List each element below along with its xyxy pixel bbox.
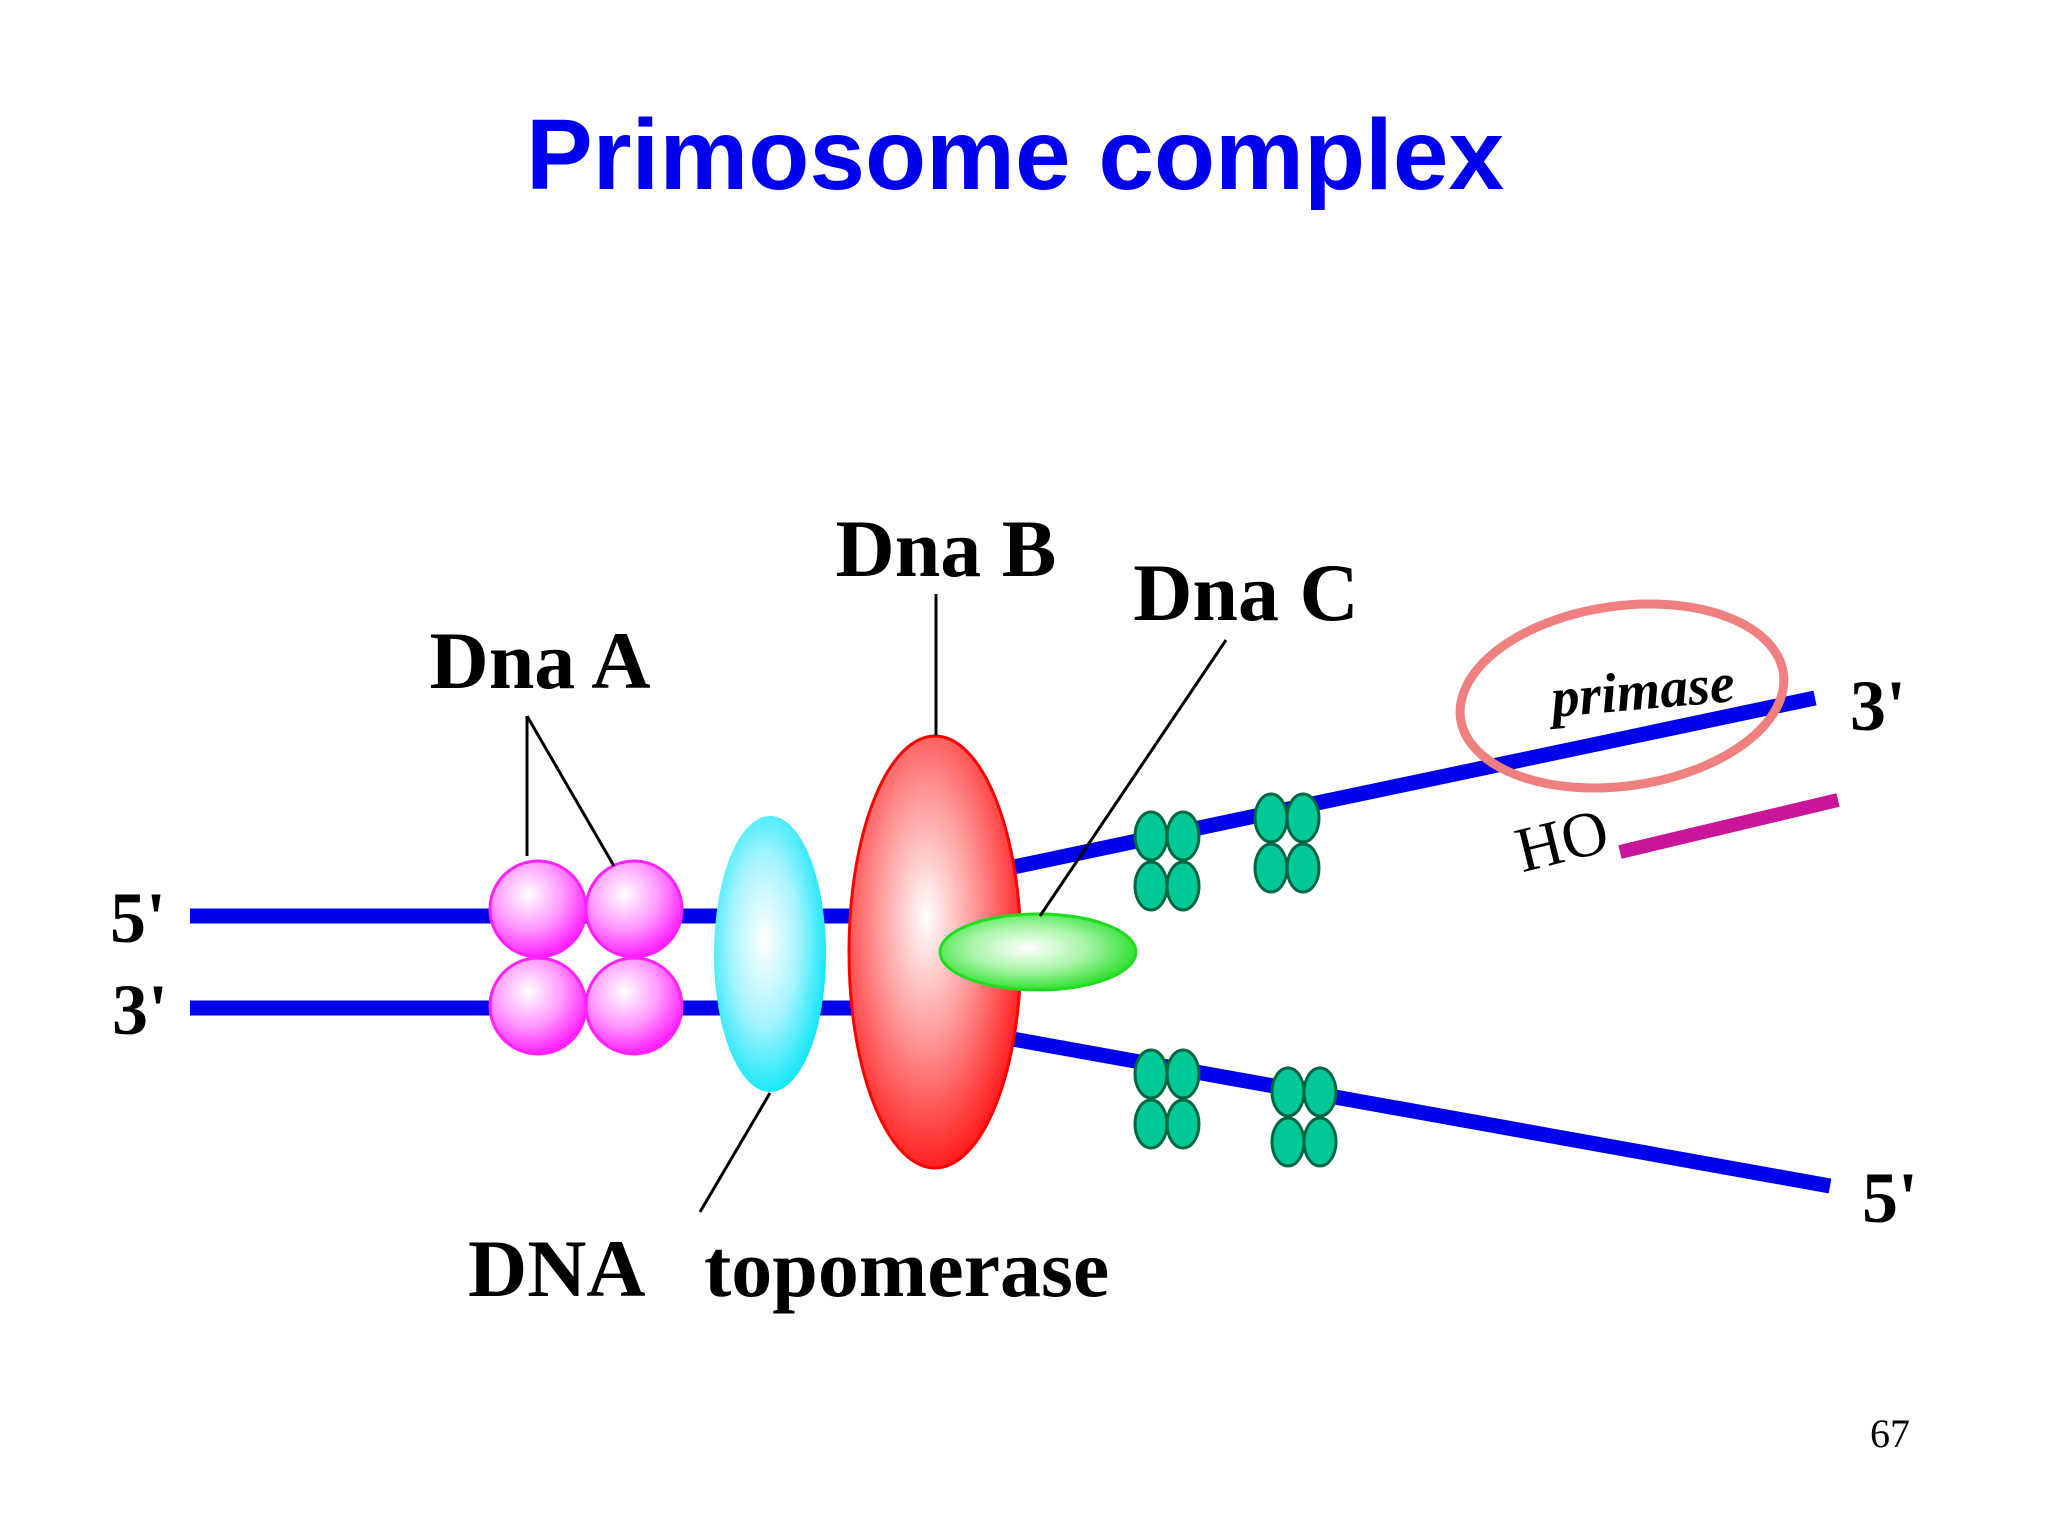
dna-c-label: Dna C [1133, 547, 1359, 638]
dna-c-leader [1038, 639, 1228, 917]
dna-topoisomerase-label-word2: topomerase [704, 1223, 1109, 1314]
ssb-cluster-upper-1 [1133, 810, 1201, 912]
dna-a-leader-right [525, 715, 616, 867]
primase-highlight-circle [1455, 599, 1789, 793]
dna-topoisomerase-label-word1: DNA [468, 1223, 646, 1314]
ssb-cluster-upper-2 [1253, 792, 1321, 894]
slide-title: Primosome complex [525, 99, 1505, 211]
dna-b-label: Dna B [835, 503, 1056, 594]
ssb-cluster-lower-2 [1270, 1066, 1338, 1168]
ssb-cluster-lower-1 [1133, 1048, 1201, 1150]
dna-strand-lower-branch [988, 1027, 1832, 1194]
dna-c [938, 912, 1138, 992]
strand-end-left-top: 5' [110, 878, 166, 958]
dna-a-complex [488, 859, 684, 1056]
page-number: 67 [1870, 1411, 1910, 1456]
dna-topoisomerase [714, 816, 826, 1092]
dna-a-subunit [584, 859, 684, 959]
dna-a-label: Dna A [429, 615, 650, 706]
topoisomerase-leader [698, 1092, 772, 1213]
dna-strand-upper-branch [988, 690, 1817, 880]
dna-a-subunit [584, 956, 684, 1056]
dna-a-subunit [488, 859, 588, 959]
strand-end-left-bottom: 3' [112, 970, 168, 1050]
strand-end-right-top: 3' [1850, 666, 1906, 746]
rna-primer [1618, 793, 1840, 859]
dna-a-subunit [488, 956, 588, 1056]
ho-label: HO [1509, 795, 1616, 886]
strand-end-right-bottom: 5' [1862, 1158, 1918, 1238]
